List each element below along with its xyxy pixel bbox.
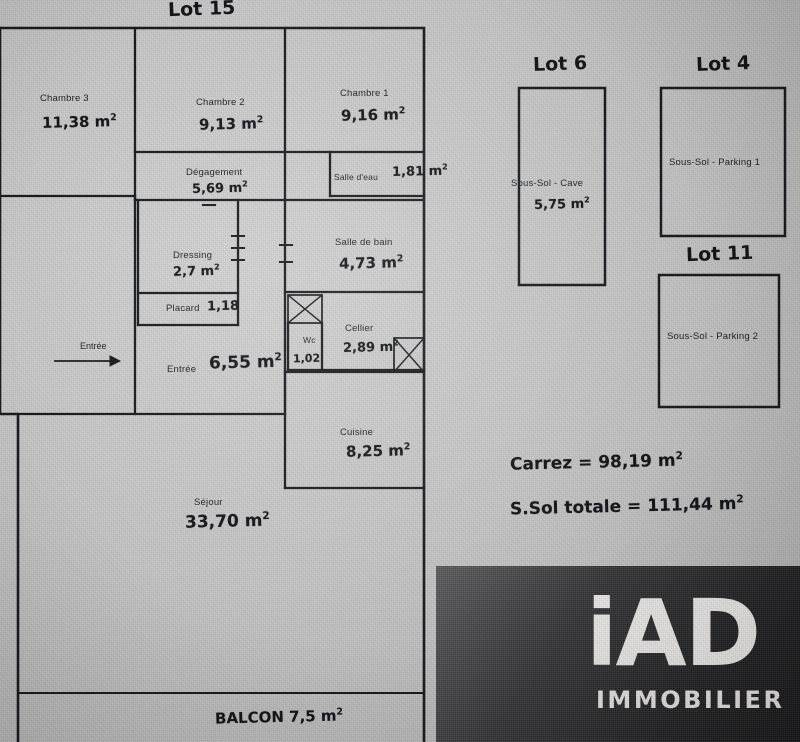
logo-wordmark: iAD — [586, 580, 761, 687]
logo-subtitle: IMMOBILIER — [596, 686, 785, 714]
logo-texture — [436, 566, 800, 742]
entrance-arrow-icon — [54, 355, 122, 367]
iad-logo: iAD IMMOBILIER — [436, 566, 800, 742]
